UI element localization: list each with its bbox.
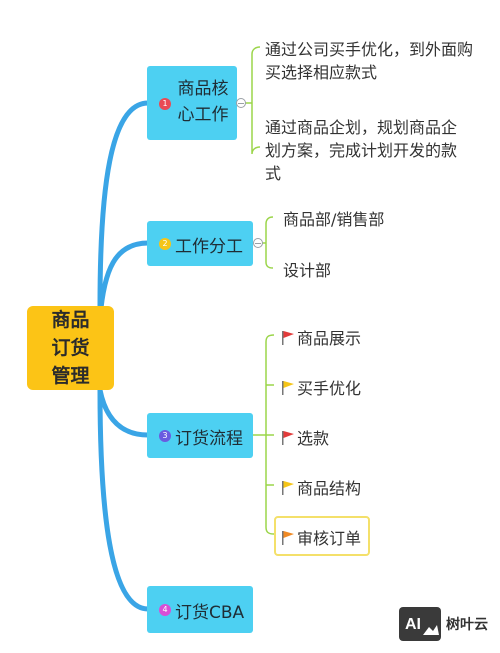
connector-root-branch-2 (97, 240, 151, 321)
collapse-toggle-icon[interactable] (236, 98, 246, 108)
yellow-flag-icon (282, 481, 294, 495)
leaf-1-2[interactable]: 通过商品企划，规划商品企划方案，完成计划开发的款式 (265, 118, 458, 183)
root-label: 商品订货管理 (51, 309, 90, 387)
leaf-3-1-label: 商品展示 (297, 329, 362, 348)
branch-node-3[interactable]: 3 订货流程 (147, 413, 253, 458)
badge-4: 4 (159, 604, 171, 616)
branch-label-3: 订货流程 (175, 429, 243, 449)
leaf-3-4[interactable]: 商品结构 (281, 475, 361, 499)
connector-root-branch-1 (97, 100, 151, 309)
branch-node-1[interactable]: 1 商品核心工作 (147, 66, 237, 140)
leaf-3-5[interactable]: 审核订单 (281, 525, 361, 549)
connector-branch-3-leaves (253, 334, 275, 535)
leaf-3-3-label: 选款 (297, 429, 330, 448)
ai-logo-icon: AI (405, 616, 439, 635)
leaf-3-4-label: 商品结构 (297, 479, 362, 498)
connector-root-branch-3 (97, 387, 151, 438)
leaf-3-5-label: 审核订单 (297, 529, 362, 548)
branch-label-4: 订货CBA (175, 603, 245, 623)
leaf-3-2[interactable]: 买手优化 (281, 375, 361, 399)
leaf-2-2[interactable]: 设计部 (283, 261, 332, 280)
branch-node-2[interactable]: 2 工作分工 (147, 221, 253, 266)
collapse-toggle-icon[interactable] (253, 238, 263, 248)
leaf-2-1[interactable]: 商品部/销售部 (283, 210, 385, 229)
badge-1: 1 (159, 98, 171, 110)
watermark-logo: AI (399, 607, 441, 641)
selection-highlight (274, 516, 370, 556)
leaf-3-2-label: 买手优化 (297, 379, 362, 398)
connector-branch-1-leaves (242, 46, 261, 155)
orange-flag-icon (282, 531, 294, 545)
red-flag-icon (282, 431, 294, 445)
watermark-logo-text: AI (405, 616, 421, 633)
leaf-3-3[interactable]: 选款 (281, 425, 329, 449)
connector-root-branch-4 (97, 387, 151, 612)
branch-node-4[interactable]: 4 订货CBA (147, 586, 253, 633)
watermark-text: 树叶云 (446, 617, 488, 633)
yellow-flag-icon (282, 381, 294, 395)
branch-label-2: 工作分工 (175, 237, 243, 257)
badge-2: 2 (159, 238, 171, 250)
red-flag-icon (282, 331, 294, 345)
root-node[interactable]: 商品订货管理 (27, 306, 114, 390)
leaf-3-1[interactable]: 商品展示 (281, 325, 361, 349)
badge-3: 3 (159, 430, 171, 442)
leaf-1-1[interactable]: 通过公司买手优化，到外面购买选择相应款式 (265, 40, 474, 82)
branch-label-1: 商品核心工作 (177, 79, 229, 125)
